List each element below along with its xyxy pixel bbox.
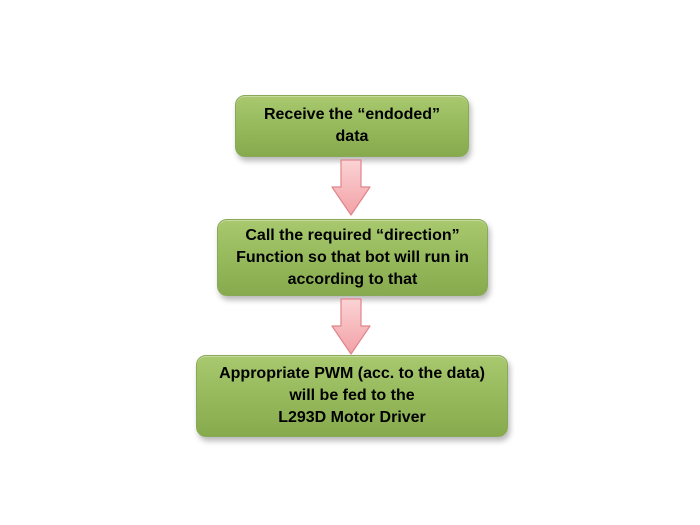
step-text-line: Call the required “direction” bbox=[245, 226, 460, 244]
step-text-line: Function so that bot will run in bbox=[236, 248, 469, 266]
step-text: Receive the “endoded” data bbox=[264, 104, 440, 148]
step-text-line: data bbox=[335, 128, 369, 145]
step-text: Call the required “direction” Function s… bbox=[236, 225, 469, 291]
down-arrow-icon bbox=[331, 159, 371, 216]
step-text-line: will be fed to the bbox=[289, 387, 415, 404]
step-text: Appropriate PWM (acc. to the data) will … bbox=[219, 363, 485, 429]
step-receive-data-box: Receive the “endoded” data bbox=[235, 95, 469, 157]
step-text-line: L293D Motor Driver bbox=[278, 409, 426, 426]
step-text-line: according to that bbox=[287, 270, 418, 288]
step-text-line: Appropriate PWM (acc. to the data) bbox=[219, 365, 485, 382]
down-arrow-icon bbox=[331, 298, 371, 355]
step-text-line: Receive the “endoded” bbox=[263, 106, 441, 123]
step-call-direction-box: Call the required “direction” Function s… bbox=[217, 219, 488, 296]
step-pwm-motor-driver-box: Appropriate PWM (acc. to the data) will … bbox=[196, 355, 508, 437]
